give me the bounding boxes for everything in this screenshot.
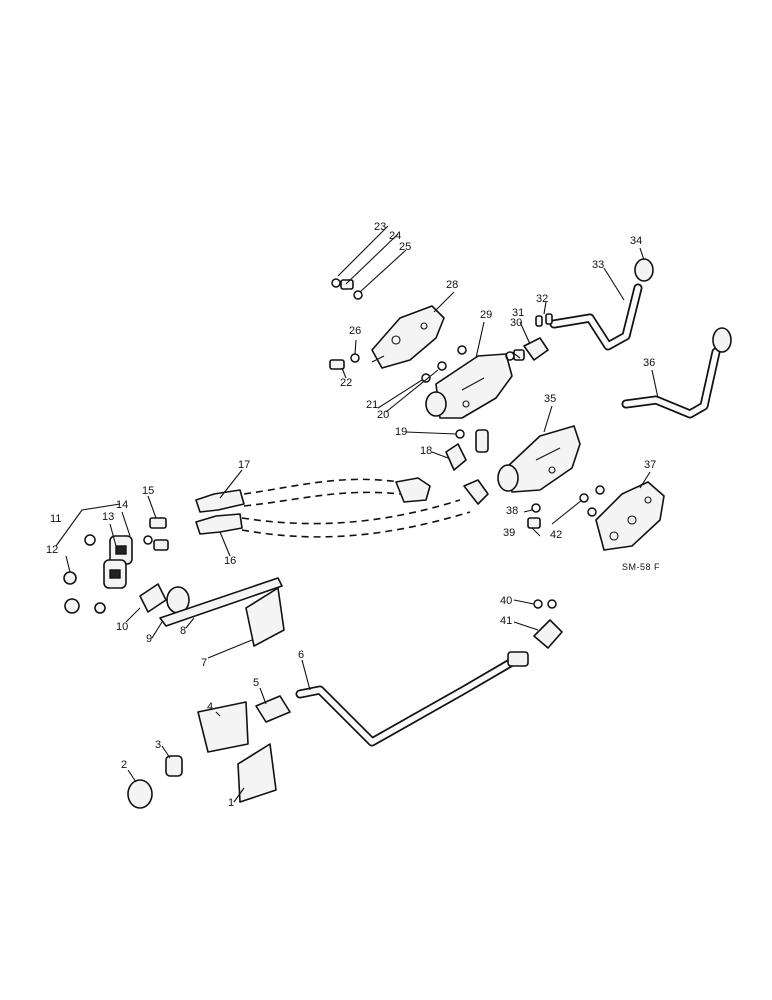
coupling-5 — [255, 695, 291, 723]
control-lever-36 — [621, 327, 732, 419]
lever-knob-34 — [634, 258, 654, 282]
callout-31: 31 — [512, 307, 525, 319]
callout-13: 13 — [102, 511, 115, 523]
cap-2 — [127, 779, 153, 809]
callout-6: 6 — [298, 649, 305, 661]
pipe-6 — [295, 651, 529, 747]
callout-1: 1 — [228, 797, 235, 809]
callout-12: 12 — [46, 544, 59, 556]
callout-32: 32 — [536, 293, 549, 305]
callout-34: 34 — [630, 235, 643, 247]
callout-5: 5 — [253, 677, 260, 689]
callout-37: 37 — [644, 459, 657, 471]
callout-38: 38 — [506, 505, 519, 517]
callout-42: 42 — [550, 529, 563, 541]
control-lever-33 — [549, 283, 643, 351]
callout-22: 22 — [340, 377, 353, 389]
seal-rings-42 — [579, 485, 605, 517]
elbow-40-41 — [533, 599, 563, 649]
mounting-clamp-10 — [139, 583, 190, 614]
bracket-1 — [237, 743, 277, 803]
callout-14: 14 — [116, 499, 129, 511]
figure-code: SM-58 F — [622, 562, 661, 572]
control-valve-29 — [425, 353, 513, 419]
callout-39: 39 — [503, 527, 516, 539]
callout-23: 23 — [374, 221, 387, 233]
callout-19: 19 — [395, 426, 408, 438]
callout-17: 17 — [238, 459, 251, 471]
callout-10: 10 — [116, 621, 129, 633]
callout-3: 3 — [155, 739, 162, 751]
callout-24: 24 — [389, 230, 402, 242]
valve-cover-plate-28 — [371, 305, 445, 369]
callout-15: 15 — [142, 485, 155, 497]
fitting-30 — [505, 349, 525, 361]
callout-11: 11 — [50, 513, 62, 525]
control-valve-35 — [497, 425, 581, 493]
callout-16: 16 — [224, 555, 237, 567]
callout-41: 41 — [500, 615, 513, 627]
callout-18: 18 — [420, 445, 433, 457]
callout-35: 35 — [544, 393, 557, 405]
callout-21: 21 — [366, 399, 379, 411]
lever-bracket-31 — [523, 337, 549, 361]
pins-32 — [535, 313, 553, 327]
hose-16 — [195, 479, 489, 538]
fittings-23-25 — [331, 278, 363, 300]
callout-28: 28 — [446, 279, 459, 291]
callout-29: 29 — [480, 309, 493, 321]
callout-9: 9 — [146, 633, 153, 645]
bracket-4 — [197, 701, 249, 753]
callout-7: 7 — [201, 657, 208, 669]
end-cover-37 — [595, 481, 665, 551]
callout-20: 20 — [377, 409, 390, 421]
seal-rings-20-21 — [421, 345, 467, 383]
fitting-38-39 — [527, 503, 541, 529]
callout-2: 2 — [121, 759, 128, 771]
callout-25: 25 — [399, 241, 412, 253]
leader-lines — [55, 225, 659, 803]
callout-40: 40 — [500, 595, 513, 607]
callout-30: 30 — [510, 317, 523, 329]
callout-33: 33 — [592, 259, 605, 271]
fitting-22-26 — [329, 353, 360, 370]
callout-26: 26 — [349, 325, 362, 337]
hose-17 — [195, 477, 431, 513]
callout-8: 8 — [180, 625, 187, 637]
support-bracket-7-8 — [159, 577, 285, 647]
callout-36: 36 — [643, 357, 656, 369]
callout-4: 4 — [207, 701, 214, 713]
connector-18-19 — [445, 429, 489, 471]
coupler-3 — [165, 755, 183, 777]
